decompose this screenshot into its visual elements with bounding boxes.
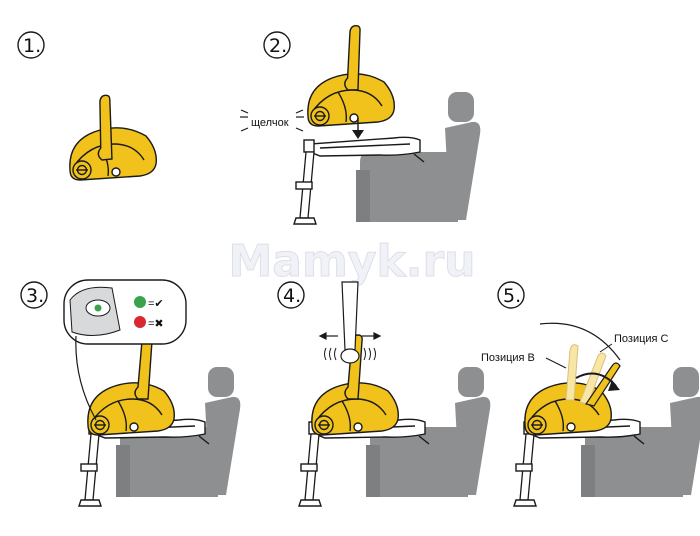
step-2-badge [263, 31, 291, 59]
step-1: 1. [17, 31, 157, 181]
shake-arrows-icon [318, 332, 382, 340]
step-5-badge [497, 281, 525, 309]
position-b-label: Позиция В [481, 352, 535, 364]
step-3-badge [20, 281, 48, 309]
step-5: 5. Позиция В Позиция С [481, 281, 700, 507]
status-bad-symbol: =✖ [148, 318, 164, 330]
step-2-number: 2. [269, 35, 287, 57]
vibration-marks-icon [324, 347, 376, 361]
step-5-hand-icon [539, 322, 621, 361]
step-3-indicator-callout [63, 279, 187, 421]
step-2-arrowhead [352, 130, 364, 139]
step-2: 2. щелчок [240, 24, 481, 225]
step-2-carrier [307, 24, 395, 127]
status-bad-dot [134, 316, 146, 328]
watermark-text: Mamyk.ru [228, 236, 475, 287]
position-b-leader [545, 357, 567, 369]
step-4-hand-icon [341, 281, 359, 351]
step-4: 4. [277, 281, 491, 507]
position-c-leader [599, 343, 613, 353]
handle-position-ghosts [565, 344, 621, 407]
step-1-badge [17, 31, 45, 59]
click-rays-icon [240, 109, 304, 132]
step-3-carrier [87, 334, 175, 436]
click-sound-label: щелчок [251, 117, 289, 129]
step-4-badge [277, 281, 305, 309]
status-ok-dot [134, 296, 146, 308]
step-3-number: 3. [26, 285, 44, 307]
step-3: 3. =✔ =✖ [20, 279, 241, 507]
step-4-number: 4. [283, 285, 301, 307]
step-5-number: 5. [503, 285, 521, 307]
step-1-number: 1. [23, 35, 41, 57]
position-c-label: Позиция С [614, 333, 669, 345]
step-1-carrier [69, 94, 157, 181]
status-ok-symbol: =✔ [148, 298, 164, 310]
